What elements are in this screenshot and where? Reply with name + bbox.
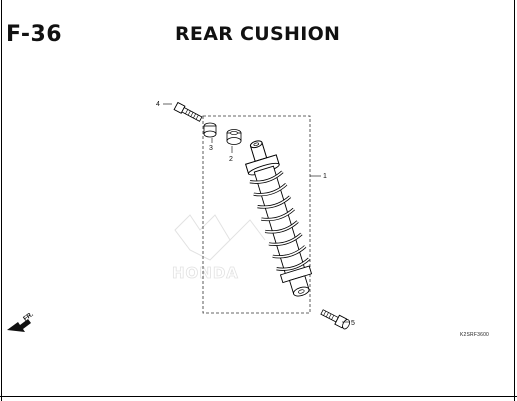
right-border xyxy=(514,0,515,401)
honda-watermark: HONDA xyxy=(172,214,266,282)
callout-4: 4 xyxy=(156,101,160,108)
direction-label: FR. xyxy=(22,311,35,323)
left-border xyxy=(1,0,2,401)
diagram-title: REAR CUSHION xyxy=(175,23,341,45)
reference-code: K2SRF3600 xyxy=(460,332,490,338)
bushing xyxy=(203,122,217,138)
callout-1: 1 xyxy=(323,173,327,180)
callout-2: 2 xyxy=(229,156,233,163)
upper-bolt xyxy=(173,101,203,122)
leader-lines xyxy=(163,103,350,323)
assembly-dashed-frame xyxy=(202,115,311,314)
front-direction-arrow-icon: FR. xyxy=(7,311,35,332)
callout-5: 5 xyxy=(351,320,355,327)
diagram-code: F-36 xyxy=(6,22,63,47)
shock-absorber xyxy=(244,140,313,297)
lower-bolt xyxy=(320,309,350,330)
collar xyxy=(226,129,242,145)
watermark-text: HONDA xyxy=(172,264,239,282)
callout-3: 3 xyxy=(209,145,213,152)
bottom-border xyxy=(0,396,517,397)
